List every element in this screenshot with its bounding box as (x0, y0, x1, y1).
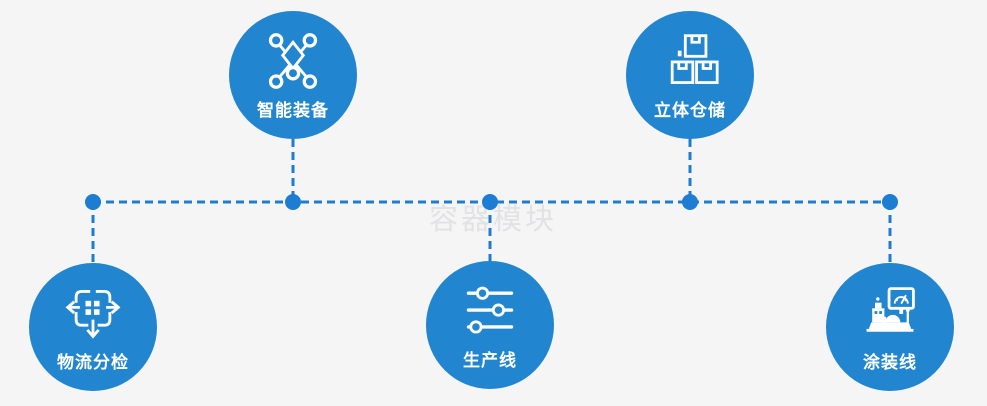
node-label: 涂装线 (863, 353, 917, 372)
node-production-line: 生产线 (426, 261, 554, 389)
stacked-boxes-icon (670, 34, 719, 84)
node-label: 智能装备 (257, 101, 329, 120)
node-smart-equipment: 智能装备 (229, 11, 357, 139)
watermark-text: 容器模块 (428, 204, 558, 236)
connector-dot (85, 194, 101, 210)
node-coating-line: 涂装线 (826, 263, 954, 391)
connector-dot (682, 194, 698, 210)
node-logistics-sorting: 物流分检 (29, 263, 157, 391)
node-label: 生产线 (463, 351, 517, 370)
node-label: 物流分检 (57, 353, 129, 372)
connector-dot (285, 194, 301, 210)
control-station-icon (866, 287, 915, 332)
sorting-arrows-icon (65, 290, 121, 339)
network-nodes-icon (268, 33, 318, 89)
node-label: 立体仓储 (654, 101, 726, 120)
sliders-icon (466, 286, 514, 334)
node-stereo-warehouse: 立体仓储 (626, 11, 754, 139)
connector-dot (882, 194, 898, 210)
